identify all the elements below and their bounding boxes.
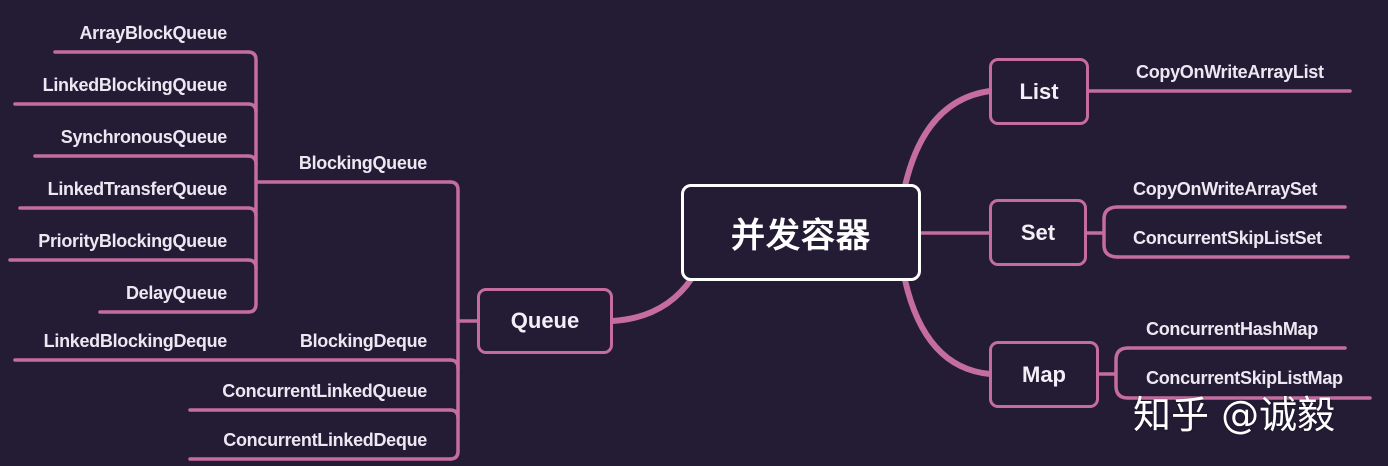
node-concurrent-hash-map[interactable]: ConcurrentHashMap xyxy=(1146,319,1318,339)
node-concurrent-linked-deque[interactable]: ConcurrentLinkedDeque xyxy=(223,430,427,450)
node-linked-blocking-deque[interactable]: LinkedBlockingDeque xyxy=(43,331,228,351)
node-map-label: Map xyxy=(1022,361,1066,387)
node-delay-queue[interactable]: DelayQueue xyxy=(125,283,227,303)
node-set[interactable]: Set xyxy=(989,199,1087,266)
node-list[interactable]: List xyxy=(989,58,1089,125)
node-copy-on-write-array-list[interactable]: CopyOnWriteArrayList xyxy=(1136,62,1324,82)
node-blocking-queue[interactable]: BlockingQueue xyxy=(298,153,427,173)
node-set-label: Set xyxy=(1020,219,1056,245)
node-priority-blocking-queue[interactable]: PriorityBlockingQueue xyxy=(38,231,227,251)
node-queue[interactable]: Queue xyxy=(477,288,613,354)
node-list-label: List xyxy=(1019,78,1059,104)
node-concurrent-skip-list-map[interactable]: ConcurrentSkipListMap xyxy=(1146,368,1343,388)
node-queue-label: Queue xyxy=(510,308,580,333)
node-concurrent-skip-list-set[interactable]: ConcurrentSkipListSet xyxy=(1133,228,1322,248)
root-node[interactable]: 并发容器 xyxy=(681,184,921,281)
root-node-label: 并发容器 xyxy=(731,216,871,256)
node-array-block-queue[interactable]: ArrayBlockQueue xyxy=(79,23,227,43)
node-concurrent-linked-queue[interactable]: ConcurrentLinkedQueue xyxy=(222,381,427,401)
node-linked-transfer-queue[interactable]: LinkedTransferQueue xyxy=(47,179,228,199)
node-synchronous-queue[interactable]: SynchronousQueue xyxy=(60,127,228,147)
node-linked-blocking-queue[interactable]: LinkedBlockingQueue xyxy=(42,75,228,95)
watermark-text: 知乎 @诚毅 xyxy=(1133,393,1336,437)
node-map[interactable]: Map xyxy=(989,341,1099,408)
node-blocking-deque[interactable]: BlockingDeque xyxy=(299,331,427,351)
node-copy-on-write-array-set[interactable]: CopyOnWriteArraySet xyxy=(1133,179,1318,199)
